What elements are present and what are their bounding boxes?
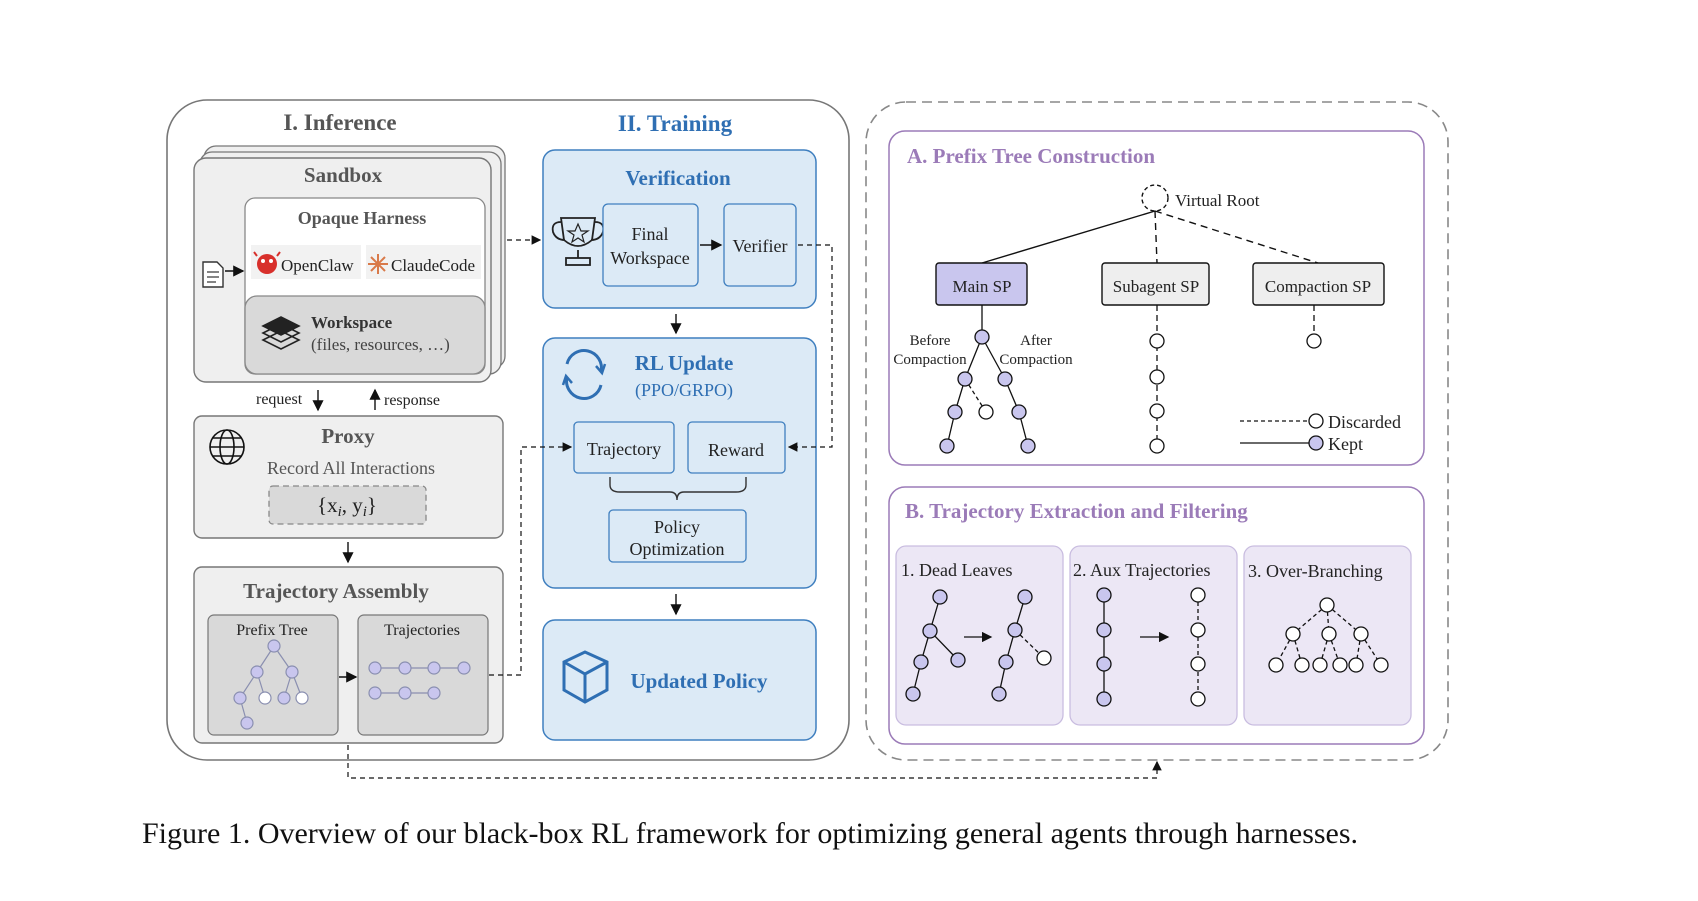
- training-title: II. Training: [618, 111, 733, 136]
- proxy-formula: {xi, yi}: [317, 493, 377, 520]
- box-icon: [562, 650, 609, 704]
- virtual-root-node: [1141, 184, 1169, 212]
- trajectory-box: [573, 421, 675, 474]
- subagent-sp-label: Subagent SP: [1113, 277, 1199, 296]
- over-branching-diagram: [1268, 597, 1389, 673]
- subagent-sp-box: [1101, 262, 1210, 306]
- policy-optimization-box: [608, 509, 747, 563]
- rl-update-sub: (PPO/GRPO): [635, 380, 733, 401]
- layers-icon: [261, 316, 301, 350]
- proxy-title: Proxy: [321, 424, 375, 448]
- merge-bracket: [609, 477, 747, 501]
- openclaw-label: OpenClaw: [281, 256, 354, 275]
- document-icon: [202, 261, 224, 288]
- virtual-root-label: Virtual Root: [1175, 191, 1260, 210]
- prefix-tree-title: A. Prefix Tree Construction: [907, 144, 1155, 168]
- before-compaction-label-1: Before: [910, 333, 951, 349]
- legend-kept-label: Kept: [1328, 434, 1363, 454]
- trajectories-mini-label: Trajectories: [384, 622, 460, 639]
- compaction-sp-label: Compaction SP: [1265, 277, 1371, 296]
- final-workspace-label-2: Workspace: [610, 248, 690, 268]
- aux-trajectories-label: 2. Aux Trajectories: [1073, 560, 1211, 580]
- openclaw-icon: [253, 251, 281, 274]
- dead-leaves-label: 1. Dead Leaves: [901, 560, 1012, 580]
- after-compaction-label-1: After: [1020, 333, 1052, 349]
- after-compaction-label-2: Compaction: [999, 352, 1073, 368]
- trajectory-label: Trajectory: [587, 439, 661, 459]
- verifier-to-reward-arrow: [787, 244, 833, 452]
- final-workspace-box: [602, 203, 699, 287]
- main-sp-tree: [939, 305, 1036, 454]
- request-label: request: [256, 391, 303, 408]
- workspace-title: Workspace: [311, 313, 393, 332]
- main-sp-label: Main SP: [952, 277, 1011, 296]
- trajectories-mini-box: [357, 614, 489, 736]
- right-panel: [865, 101, 1449, 761]
- prefix-tree-mini: [233, 639, 309, 730]
- final-workspace-label-1: Final: [631, 224, 668, 244]
- globe-icon: [209, 429, 245, 465]
- sandbox-title: Sandbox: [304, 163, 383, 187]
- verification-title: Verification: [625, 166, 731, 190]
- policy-optimization-label-2: Optimization: [630, 539, 725, 559]
- compaction-sp-chain: [1306, 305, 1322, 349]
- figure-caption: Figure 1. Overview of our black-box RL f…: [142, 817, 1358, 850]
- workspace-box: [244, 295, 486, 375]
- trajectory-assembly-title: Trajectory Assembly: [243, 579, 429, 603]
- refresh-icon: [561, 349, 607, 400]
- workspace-sub: (files, resources, …): [311, 335, 450, 354]
- verifier-box: [723, 203, 797, 287]
- updated-policy-box: [542, 619, 817, 741]
- trajectories-mini: [368, 661, 471, 700]
- policy-optimization-label-1: Policy: [654, 517, 700, 537]
- updated-policy-label: Updated Policy: [630, 669, 768, 693]
- proxy-formula-box: [268, 485, 427, 525]
- before-compaction-label-2: Compaction: [893, 352, 967, 368]
- reward-label: Reward: [708, 440, 764, 460]
- root-to-subagent-edge: [1154, 210, 1158, 264]
- traj-to-trajectory-arrow: [489, 442, 573, 676]
- opaque-harness-title: Opaque Harness: [298, 208, 427, 228]
- compaction-sp-box: [1252, 262, 1385, 306]
- verifier-label: Verifier: [733, 236, 788, 256]
- dead-leaves-diagram: [905, 589, 1052, 702]
- tree-legend: [1240, 413, 1324, 451]
- root-to-compaction-edge: [1154, 210, 1319, 264]
- reward-box: [687, 421, 786, 474]
- root-to-main-edge: [981, 210, 1156, 264]
- rl-update-title: RL Update: [635, 351, 734, 375]
- proxy-sub: Record All Interactions: [267, 458, 435, 478]
- prefix-tree-mini-box: [207, 614, 339, 736]
- claudecode-label: ClaudeCode: [391, 256, 475, 275]
- over-branching-label: 3. Over-Branching: [1248, 561, 1383, 581]
- legend-discarded-label: Discarded: [1328, 412, 1401, 432]
- assembly-to-right-panel-arrow: [347, 745, 1162, 779]
- claudecode-chip: [366, 245, 481, 279]
- response-label: response: [384, 392, 440, 409]
- inference-title: I. Inference: [283, 110, 396, 135]
- aux-trajectories-diagram: [1096, 587, 1206, 707]
- extraction-title: B. Trajectory Extraction and Filtering: [905, 499, 1248, 523]
- prefix-tree-mini-label: Prefix Tree: [236, 622, 308, 639]
- subagent-sp-chain: [1149, 305, 1165, 454]
- claudecode-icon: [368, 254, 388, 274]
